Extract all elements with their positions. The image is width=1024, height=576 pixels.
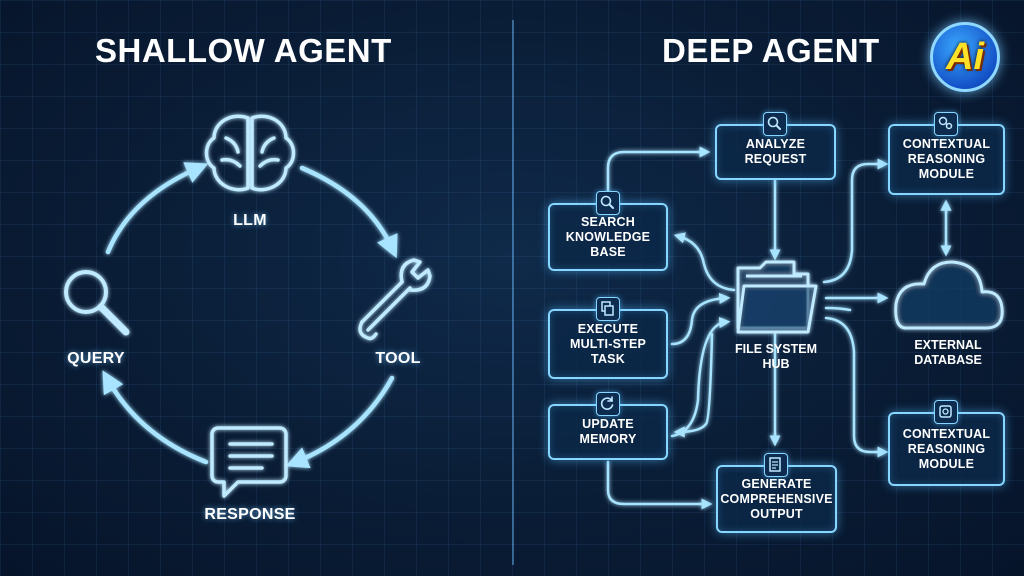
- center-divider: [512, 20, 514, 565]
- search-knowledge-base-text: SEARCH KNOWLEDGE BASE: [565, 214, 651, 259]
- arrow-query-to-llm: [105, 162, 209, 255]
- refresh-icon: [596, 392, 620, 416]
- arrow-hub-to-search: [673, 232, 736, 292]
- update-memory-text: UPDATE MEMORY: [579, 417, 637, 446]
- arrow-update-to-hub: [670, 316, 731, 438]
- logo-text: Ai: [946, 35, 984, 78]
- generate-comprehensive-output-box: GENERATE COMPREHENSIVE OUTPUT: [716, 465, 837, 533]
- document-edit-icon: [764, 453, 788, 477]
- wrench-icon: [358, 258, 432, 341]
- contextual-reasoning-module-bottom-text: CONTEXTUAL REASONING MODULE: [902, 426, 991, 471]
- deep-agent-title: DEEP AGENT: [662, 32, 880, 69]
- node-tool-label: TOOL: [375, 350, 421, 367]
- execute-multi-step-task-text: EXECUTE MULTI-STEP TASK: [569, 321, 647, 366]
- chat-bubble-icon: [210, 426, 288, 498]
- magnifier-icon: [763, 112, 787, 136]
- arrow-hub-to-update: [673, 332, 714, 438]
- external-database-label: EXTERNAL DATABASE: [914, 338, 982, 367]
- arrow-hub-to-context-top: [822, 158, 889, 284]
- contextual-reasoning-module-top-text: CONTEXTUAL REASONING MODULE: [902, 137, 991, 181]
- magnifier-icon: [64, 270, 130, 336]
- arrow-llm-to-tool: [299, 165, 398, 259]
- contextual-reasoning-module-bottom-box: CONTEXTUAL REASONING MODULE: [888, 412, 1005, 486]
- update-memory-box: UPDATE MEMORY: [548, 404, 668, 460]
- magnifier-icon: [596, 191, 620, 215]
- execute-multi-step-task-box: EXECUTE MULTI-STEP TASK: [548, 309, 668, 379]
- copy-icon: [596, 297, 620, 321]
- shallow-agent-title: SHALLOW AGENT: [95, 32, 392, 69]
- brain-chip-icon: [934, 112, 958, 136]
- analyze-request-text: ANALYZE REQUEST: [744, 137, 807, 166]
- brain-chip-icon: [934, 400, 958, 424]
- arrow-update-to-generate: [606, 460, 713, 510]
- arrow-hub-to-context-bottom: [824, 316, 889, 458]
- brain-icon: [204, 114, 296, 192]
- arrow-tool-to-response: [285, 375, 395, 469]
- ai-logo: Ai: [930, 22, 1000, 92]
- arrow-search-to-analyze: [606, 146, 711, 198]
- node-llm-label: LLM: [233, 212, 267, 229]
- file-system-hub-label: FILE SYSTEM HUB: [735, 342, 817, 371]
- analyze-request-box: ANALYZE REQUEST: [715, 124, 836, 180]
- generate-comprehensive-output-text: GENERATE COMPREHENSIVE OUTPUT: [720, 476, 833, 521]
- node-response-label: RESPONSE: [204, 506, 296, 523]
- cloud-icon: [894, 260, 1004, 330]
- arrow-response-to-query: [102, 370, 209, 465]
- arrow-execute-to-hub: [670, 292, 731, 346]
- folder-icon: [736, 260, 818, 334]
- node-query-label: QUERY: [67, 350, 125, 367]
